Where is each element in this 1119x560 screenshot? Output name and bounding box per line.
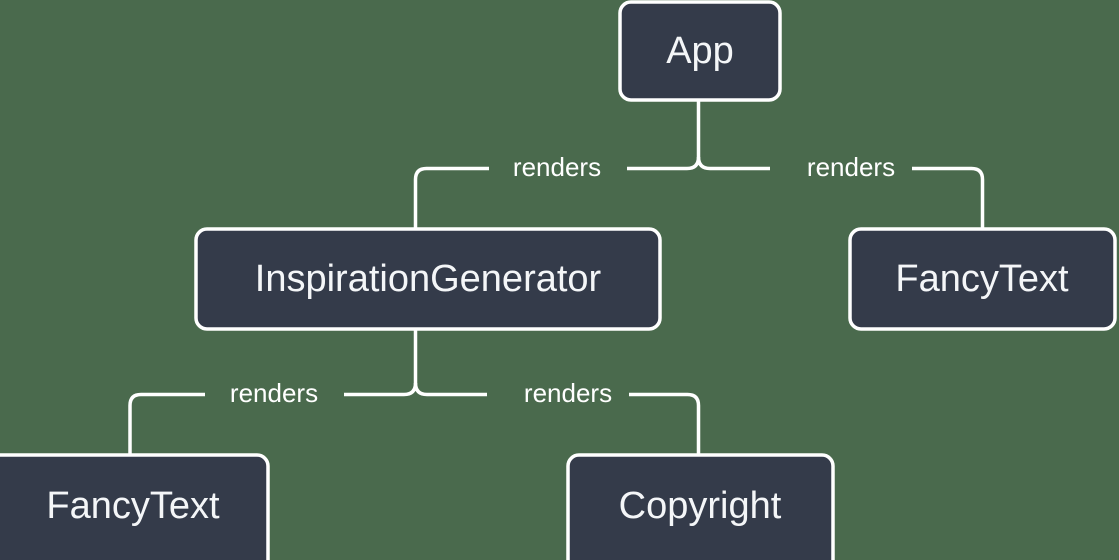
edge-label-app-to-inspgen: renders	[513, 152, 601, 182]
edge-app-to-fancy-right	[912, 166, 985, 229]
edge-label-group: renders renders renders renders	[230, 152, 895, 408]
node-app[interactable]: App	[618, 0, 782, 102]
edge-group	[128, 100, 985, 455]
node-label-fancytext-left: FancyText	[46, 485, 220, 527]
node-box-fancytext-left[interactable]	[0, 453, 270, 560]
edge-app-fork-right	[696, 156, 770, 171]
edge-label-inspgen-to-copyright: renders	[524, 378, 612, 408]
edge-app-to-inspgen	[413, 166, 489, 229]
node-box-inspirationgenerator[interactable]	[194, 227, 662, 331]
node-box-fancytext-right[interactable]	[848, 227, 1117, 331]
node-fancytext-right[interactable]: FancyText	[848, 227, 1117, 331]
node-label-fancytext-right: FancyText	[895, 258, 1069, 300]
node-box-copyright[interactable]	[566, 453, 835, 560]
node-fancytext-left[interactable]: FancyText	[0, 453, 270, 560]
edge-label-app-to-fancy-right: renders	[807, 152, 895, 182]
edge-inspgen-to-fancy-left	[128, 392, 205, 455]
node-inspirationgenerator[interactable]: InspirationGenerator	[194, 227, 662, 331]
node-box-app[interactable]	[618, 0, 782, 102]
node-label-inspirationgenerator: InspirationGenerator	[255, 258, 602, 300]
node-label-app: App	[666, 30, 734, 72]
node-copyright[interactable]: Copyright	[566, 453, 835, 560]
edge-inspgen-fork-right	[413, 382, 487, 397]
edge-inspgen-to-copyright	[629, 392, 701, 455]
edge-label-inspgen-to-fancy-left: renders	[230, 378, 318, 408]
node-label-copyright: Copyright	[619, 485, 782, 527]
